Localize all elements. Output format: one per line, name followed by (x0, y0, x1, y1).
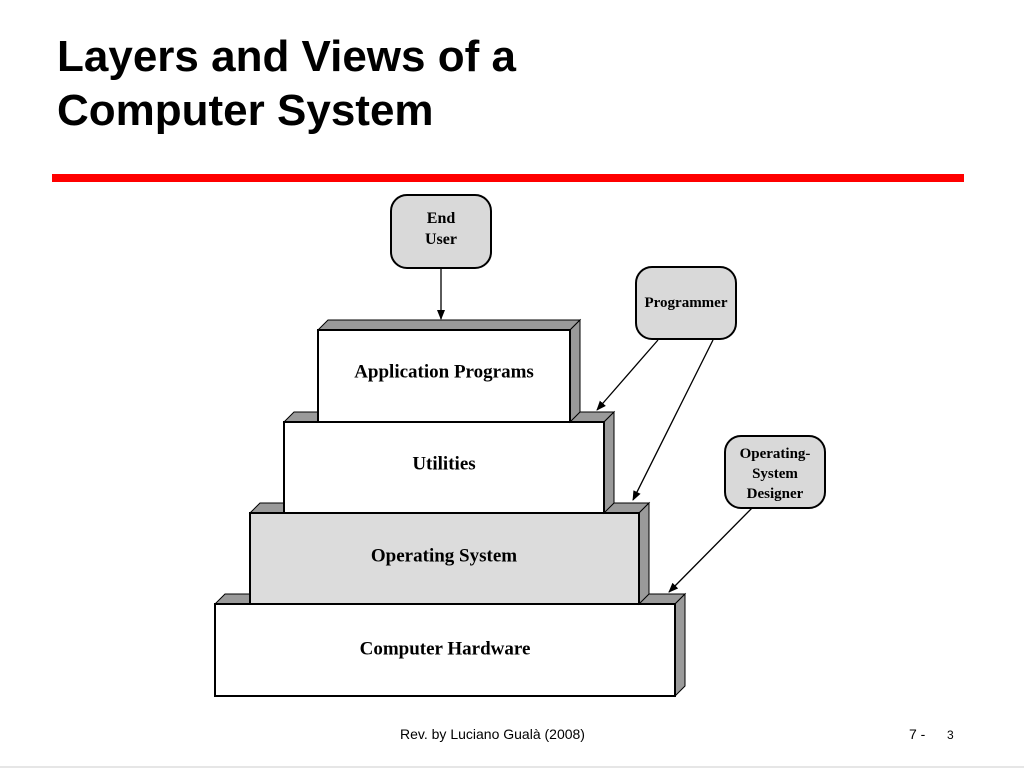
actor-end-user: End User (390, 194, 492, 269)
bottom-bar (0, 766, 1024, 768)
layer-apps-box (317, 329, 571, 423)
slide-title-line-2: Computer System (57, 86, 434, 135)
arrow-designer-to-hardware (668, 507, 753, 593)
layer-os-box (249, 512, 640, 605)
layer-application-programs: Application Programs (316, 318, 582, 424)
layer-hardware-side-face (674, 592, 686, 698)
slide-title-line-1: Layers and Views of a (57, 32, 516, 81)
actor-os-designer-box (724, 435, 826, 509)
footer-page-label: 7 - (909, 726, 926, 742)
layer-computer-hardware: Computer Hardware (213, 592, 687, 698)
actor-os-designer-line-2: System (752, 466, 798, 482)
actor-os-designer-line-1: Operating- (740, 446, 811, 462)
footer-slide-number: 3 (947, 728, 954, 742)
actor-os-designer: Operating- System Designer (724, 435, 826, 509)
layer-label-utilities: Utilities (412, 453, 475, 474)
layer-apps-side-face (569, 318, 581, 424)
layer-utilities: Utilities (282, 410, 616, 515)
slide-title: Layers and Views of a Computer System (57, 30, 817, 138)
footer-credit: Rev. by Luciano Gualà (2008) (400, 726, 585, 742)
layer-os-side-face (638, 501, 650, 606)
actor-os-designer-line-3: Designer (747, 486, 804, 502)
layer-utilities-box (283, 421, 605, 514)
arrow-programmer-to-utilities (632, 339, 714, 501)
actor-programmer-label: Programmer (644, 295, 727, 311)
actor-programmer-box (635, 266, 737, 340)
layer-utilities-side-face (603, 410, 615, 515)
layer-label-hardware: Computer Hardware (360, 638, 531, 659)
actor-programmer: Programmer (635, 266, 737, 340)
actor-end-user-line-2: User (425, 231, 457, 248)
layer-label-os: Operating System (371, 545, 517, 566)
actor-end-user-line-1: End (427, 210, 456, 227)
title-underline (52, 174, 964, 182)
layer-hardware-box (214, 603, 676, 697)
arrow-programmer-to-apps (596, 339, 659, 411)
layer-label-apps: Application Programs (354, 361, 534, 382)
layer-operating-system: Operating System (248, 501, 651, 606)
layer-apps-top-face (316, 319, 582, 331)
